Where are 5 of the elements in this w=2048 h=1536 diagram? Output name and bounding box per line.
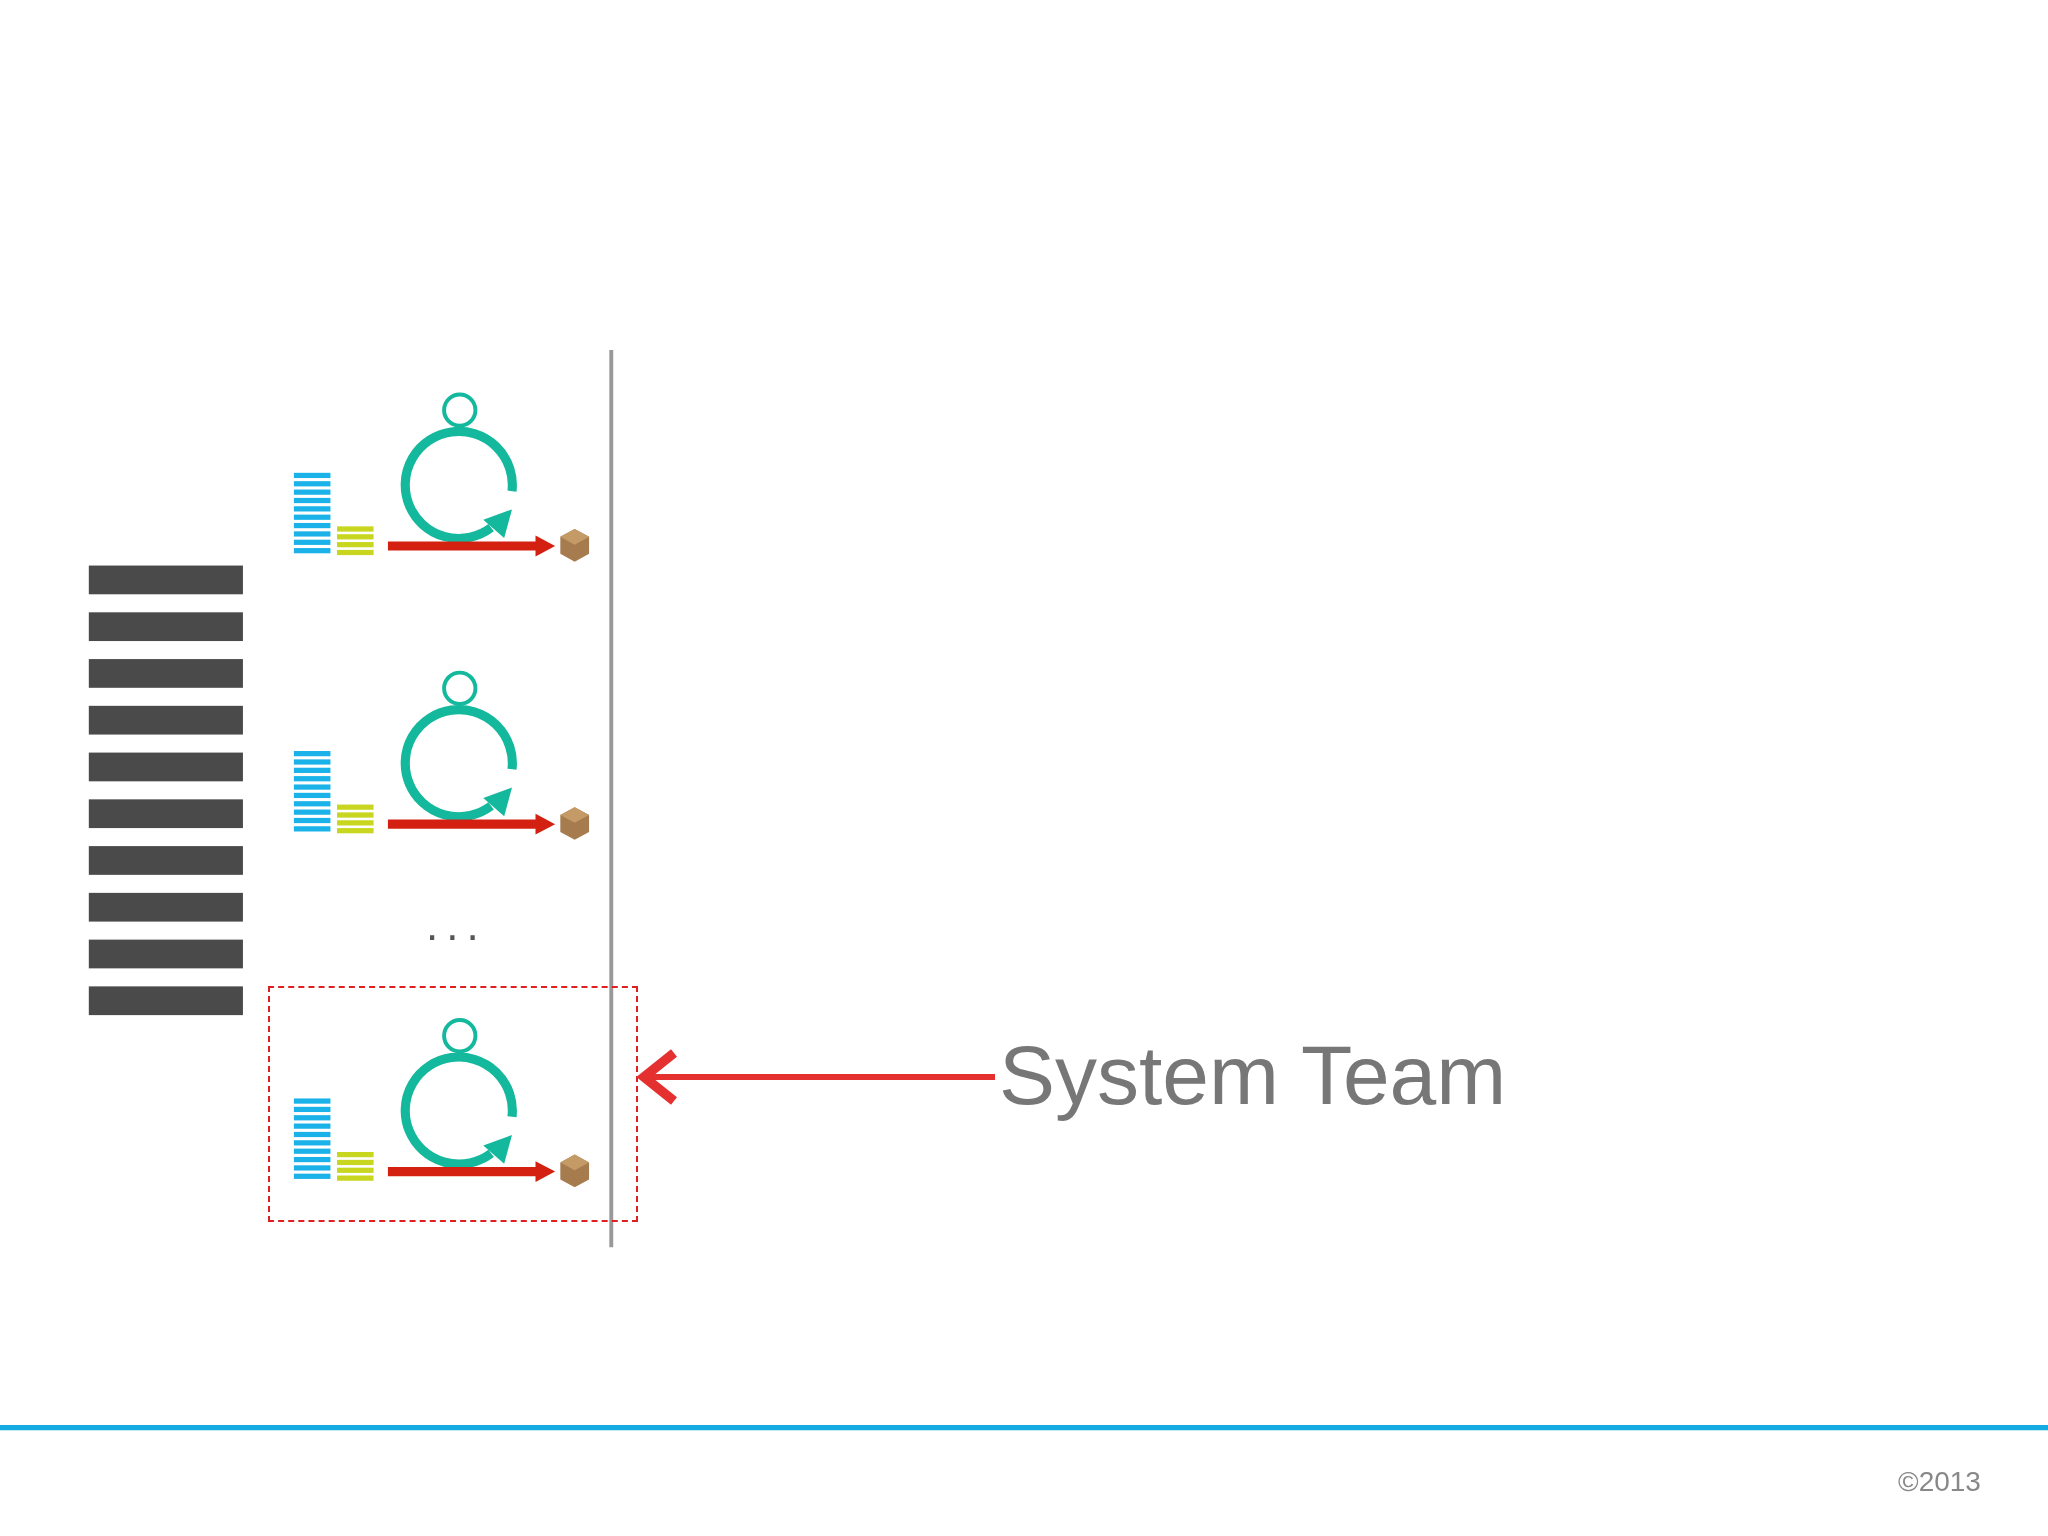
copyright-text: ©2013 [1898, 1466, 1981, 1498]
ellipsis-text: ... [426, 900, 487, 950]
dashed-highlight-box [268, 986, 638, 1222]
arrow [639, 1048, 995, 1106]
team-title: System Team [999, 1025, 1507, 1126]
